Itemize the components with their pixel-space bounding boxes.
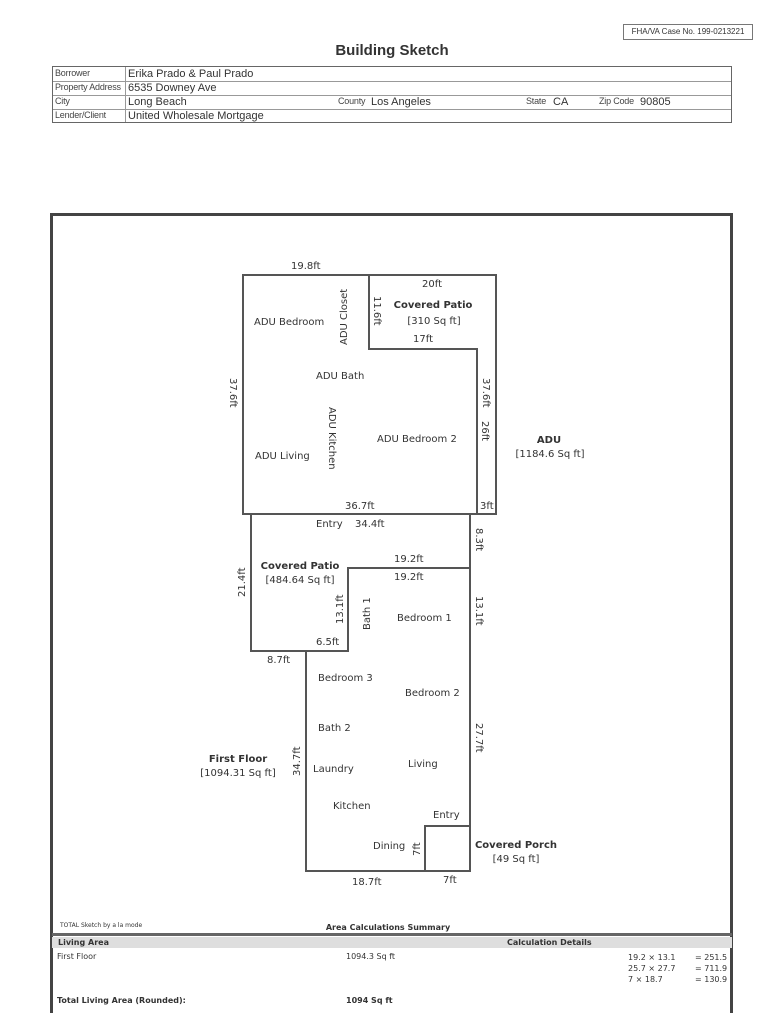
row-first-floor-value: 1094.3 Sq ft — [346, 952, 396, 961]
first-floor-outline — [305, 567, 471, 872]
zip-value: 90805 — [640, 96, 671, 108]
dim-34-4: 34.4ft — [355, 519, 385, 530]
calc-expr-2: 25.7 × 27.7 — [628, 964, 676, 973]
county-label: County — [338, 96, 366, 106]
dim-8-7: 8.7ft — [267, 655, 290, 666]
room-adu-kitchen: ADU Kitchen — [326, 407, 337, 470]
dim-34-7: 34.7ft — [292, 746, 303, 776]
case-number: FHA/VA Case No. 199-0213221 — [623, 24, 753, 40]
calc-expr-3: 7 × 18.7 — [628, 975, 663, 984]
calc-result-3: = 130.9 — [695, 975, 728, 984]
address-label: Property Address — [55, 82, 121, 92]
county-value: Los Angeles — [371, 96, 431, 108]
room-adu-bath: ADU Bath — [316, 371, 364, 382]
summary-header: Living Area Calculation Details — [52, 937, 732, 948]
dim-13-1-b: 13.1ft — [473, 596, 484, 626]
sketch-credit: TOTAL Sketch by a la mode — [59, 922, 142, 929]
dim-6-5: 6.5ft — [316, 637, 339, 648]
dim-7-b: 7ft — [443, 875, 457, 886]
lender-value: United Wholesale Mortgage — [128, 110, 264, 122]
lender-label: Lender/Client — [55, 110, 106, 120]
dim-37-6-right: 37.6ft — [480, 378, 491, 408]
dim-19-8: 19.8ft — [291, 261, 321, 272]
dim-26: 26ft — [479, 421, 490, 441]
area-covered-patio-top-name: Covered Patio — [394, 300, 473, 311]
document-title: Building Sketch — [335, 42, 449, 59]
summary-title: Area Calculations Summary — [326, 923, 451, 932]
room-adu-bedroom-2: ADU Bedroom 2 — [377, 434, 457, 445]
area-calculations-summary: Living Area Calculation Details First Fl… — [52, 933, 732, 1011]
room-entry-bottom: Entry — [433, 810, 460, 821]
dim-36-7: 36.7ft — [345, 501, 375, 512]
address-row: Property Address 6535 Downey Ave — [53, 81, 731, 96]
state-label: State — [526, 96, 547, 106]
room-adu-living: ADU Living — [255, 451, 310, 462]
dim-3: 3ft — [480, 501, 494, 512]
area-covered-patio-mid-value: [484.64 Sq ft] — [265, 575, 334, 586]
dim-11-6: 11.6ft — [371, 296, 382, 326]
dim-8-3: 8.3ft — [473, 528, 484, 551]
label-divider — [125, 67, 126, 122]
city-value: Long Beach — [128, 96, 187, 108]
dim-17: 17ft — [413, 334, 433, 345]
dim-27-7: 27.7ft — [473, 723, 484, 753]
room-dining: Dining — [373, 841, 405, 852]
room-bath-2: Bath 2 — [318, 723, 351, 734]
area-adu-value: [1184.6 Sq ft] — [515, 449, 584, 460]
dim-19-2-b: 19.2ft — [394, 572, 424, 583]
dim-19-2-a: 19.2ft — [394, 554, 424, 565]
area-first-floor-name: First Floor — [209, 754, 267, 765]
covered-patio-top-outline — [368, 274, 497, 515]
state-value: CA — [553, 96, 569, 108]
dim-7-a: 7ft — [412, 842, 423, 856]
room-bedroom-3: Bedroom 3 — [318, 673, 373, 684]
total-living-area-value: 1094 Sq ft — [346, 996, 393, 1005]
area-adu-name: ADU — [537, 435, 561, 446]
covered-porch-outline — [424, 825, 471, 872]
room-living: Living — [408, 759, 438, 770]
area-covered-porch-value: [49 Sq ft] — [493, 854, 540, 865]
borrower-value: Erika Prado & Paul Prado — [128, 68, 254, 80]
room-entry-top: Entry — [316, 519, 343, 530]
calc-expr-1: 19.2 × 13.1 — [628, 953, 676, 962]
dim-18-7: 18.7ft — [352, 877, 382, 888]
calc-result-1: = 251.5 — [695, 953, 728, 962]
dim-13-1-a: 13.1ft — [335, 594, 346, 624]
room-bedroom-2: Bedroom 2 — [405, 688, 460, 699]
total-living-area-label: Total Living Area (Rounded): — [57, 996, 186, 1005]
city-row: City Long Beach County Los Angeles State… — [53, 95, 731, 110]
area-covered-patio-top-value: [310 Sq ft] — [407, 316, 460, 327]
area-first-floor-value: [1094.31 Sq ft] — [200, 768, 276, 779]
area-covered-patio-mid-name: Covered Patio — [261, 561, 340, 572]
zip-label: Zip Code — [599, 96, 634, 106]
dim-21-4: 21.4ft — [237, 567, 248, 597]
address-value: 6535 Downey Ave — [128, 82, 217, 94]
col-calculation-details: Calculation Details — [507, 938, 592, 947]
property-info-table: Borrower Erika Prado & Paul Prado Proper… — [52, 66, 732, 123]
room-adu-bedroom: ADU Bedroom — [254, 317, 324, 328]
dim-37-6-left: 37.6ft — [227, 378, 238, 408]
calc-result-2: = 711.9 — [695, 964, 728, 973]
area-covered-porch-name: Covered Porch — [475, 840, 557, 851]
room-bedroom-1: Bedroom 1 — [397, 613, 452, 624]
lender-row: Lender/Client United Wholesale Mortgage — [53, 109, 731, 123]
dim-20: 20ft — [422, 279, 442, 290]
city-label: City — [55, 96, 70, 106]
sketch-frame — [50, 213, 733, 1013]
room-laundry: Laundry — [313, 764, 354, 775]
row-first-floor: First Floor — [57, 952, 97, 961]
col-living-area: Living Area — [58, 938, 109, 947]
room-bath-1: Bath 1 — [362, 597, 373, 630]
room-adu-closet: ADU Closet — [339, 289, 350, 345]
borrower-row: Borrower Erika Prado & Paul Prado — [53, 67, 731, 82]
borrower-label: Borrower — [55, 68, 90, 78]
room-kitchen: Kitchen — [333, 801, 371, 812]
